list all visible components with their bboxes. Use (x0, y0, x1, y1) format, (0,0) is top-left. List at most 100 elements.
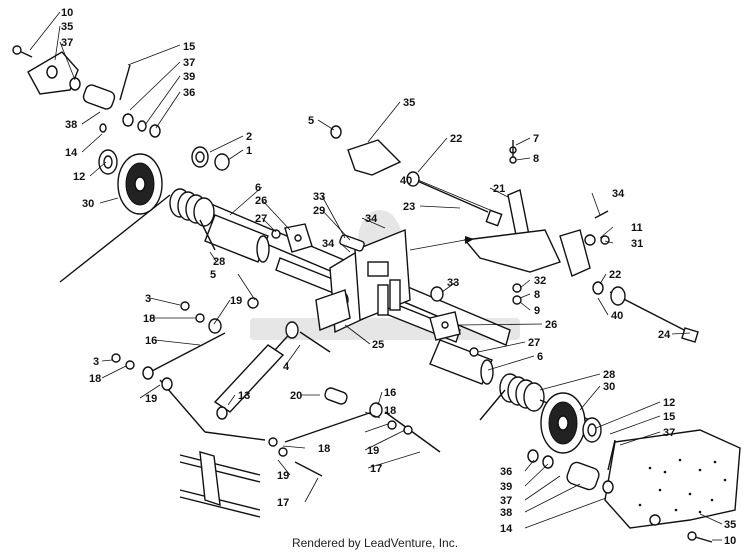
callout-9: 9 (534, 305, 540, 317)
callout-30b: 30 (603, 381, 615, 393)
callout-37b: 37 (183, 57, 195, 69)
axle-bracket-upper-left (12, 45, 161, 138)
callout-12a: 12 (73, 171, 85, 183)
callout-38b: 38 (500, 507, 512, 519)
callout-36a: 36 (183, 87, 195, 99)
callout-24: 24 (658, 329, 671, 341)
callout-1: 1 (246, 145, 252, 157)
pin-33-29 (339, 234, 365, 252)
callout-33b: 33 (447, 277, 459, 289)
callout-35a: 35 (61, 21, 73, 33)
callout-18d: 18 (318, 443, 330, 455)
callout-15b: 15 (663, 411, 675, 423)
bolt-24-assembly (592, 281, 699, 343)
callout-25: 25 (372, 339, 384, 351)
callout-17b: 17 (277, 497, 289, 509)
callout-31: 31 (631, 238, 643, 250)
callout-29: 29 (313, 205, 325, 217)
callout-6b: 6 (537, 351, 543, 363)
callout-28b: 28 (603, 369, 615, 381)
mount-bracket-35 (330, 125, 402, 176)
callout-33a: 33 (313, 191, 325, 203)
spacer-tube-left (204, 214, 270, 263)
callout-19b: 19 (145, 393, 157, 405)
callout-34a: 34 (365, 213, 378, 225)
callout-34c: 34 (612, 188, 625, 200)
center-crossmember (315, 228, 411, 334)
shock-absorber (213, 321, 299, 420)
arm-16-right (268, 402, 441, 477)
spacer-tube-right (429, 339, 494, 385)
idler-wheel-right (540, 392, 602, 454)
callout-39a: 39 (183, 71, 195, 83)
bearing-and-clip (191, 146, 230, 171)
callout-40b: 40 (611, 310, 623, 322)
callout-18a: 18 (143, 313, 155, 325)
callout-11: 11 (631, 222, 643, 234)
washer-27-left (271, 229, 281, 239)
callout-2: 2 (246, 131, 252, 143)
callout-15a: 15 (183, 41, 195, 53)
callout-19a: 19 (230, 295, 242, 307)
callout-18c: 18 (384, 405, 396, 417)
callout-10a: 10 (61, 7, 73, 19)
callout-14b: 14 (500, 523, 513, 535)
footer-credit: Rendered by LeadVenture, Inc. (291, 536, 459, 550)
callout-21: 21 (493, 183, 505, 195)
rod-23 (406, 171, 503, 227)
callout-40a: 40 (400, 175, 412, 187)
fasteners-3-18-19-left (111, 297, 259, 370)
callout-20: 20 (290, 390, 302, 402)
callout-26a: 26 (255, 195, 267, 207)
callout-14a: 14 (65, 147, 78, 159)
callout-28a: 28 (213, 256, 225, 268)
idler-wheel-left (98, 149, 163, 215)
callout-8a: 8 (533, 153, 539, 165)
callout-37c: 37 (663, 427, 675, 439)
callout-18b: 18 (89, 373, 101, 385)
callout-5a: 5 (308, 115, 314, 127)
callout-4: 4 (283, 361, 290, 373)
callout-22a: 22 (450, 133, 462, 145)
arm-16-left (142, 332, 266, 441)
washer-27-right (469, 347, 479, 357)
callout-6a: 6 (255, 182, 261, 194)
callout-32: 32 (534, 275, 546, 287)
callout-16b: 16 (384, 387, 396, 399)
callout-30a: 30 (82, 198, 94, 210)
leader-lines (29, 11, 723, 541)
pivot-bracket-26-left (284, 223, 313, 253)
callout-3b: 3 (93, 356, 99, 368)
callout-10b: 10 (724, 535, 736, 547)
callout-26b: 26 (545, 319, 557, 331)
callout-19c: 19 (367, 445, 379, 457)
callout-16a: 16 (145, 335, 157, 347)
axle-bracket-plate-right (527, 429, 741, 543)
bushing-20 (324, 387, 348, 405)
callout-27a: 27 (255, 213, 267, 225)
callout-36b: 36 (500, 466, 512, 478)
nut-33-lower (430, 286, 444, 302)
assembly-arrow (409, 236, 474, 251)
callout-34b: 34 (322, 238, 335, 250)
callout-5b: 5 (210, 269, 216, 281)
callout-22b: 22 (609, 269, 621, 281)
callout-37a: 37 (61, 37, 73, 49)
bolt-4 (299, 331, 331, 353)
callout-7: 7 (533, 133, 539, 145)
callout-13: 13 (238, 390, 250, 402)
callout-37d: 37 (500, 495, 512, 507)
callout-labels: 10 35 37 15 37 39 36 38 14 12 30 2 1 5 3… (61, 7, 736, 547)
callout-17a: 17 (370, 463, 382, 475)
callout-23: 23 (403, 201, 415, 213)
callout-39b: 39 (500, 481, 512, 493)
callout-35b: 35 (403, 97, 415, 109)
pivot-bracket-26-right (429, 311, 461, 341)
callout-8b: 8 (534, 289, 540, 301)
rail-section (179, 451, 261, 518)
rear-arm-21 (463, 140, 591, 305)
callout-3a: 3 (145, 293, 151, 305)
callout-38a: 38 (65, 119, 77, 131)
bolt-cluster-34-11-31 (584, 210, 610, 246)
